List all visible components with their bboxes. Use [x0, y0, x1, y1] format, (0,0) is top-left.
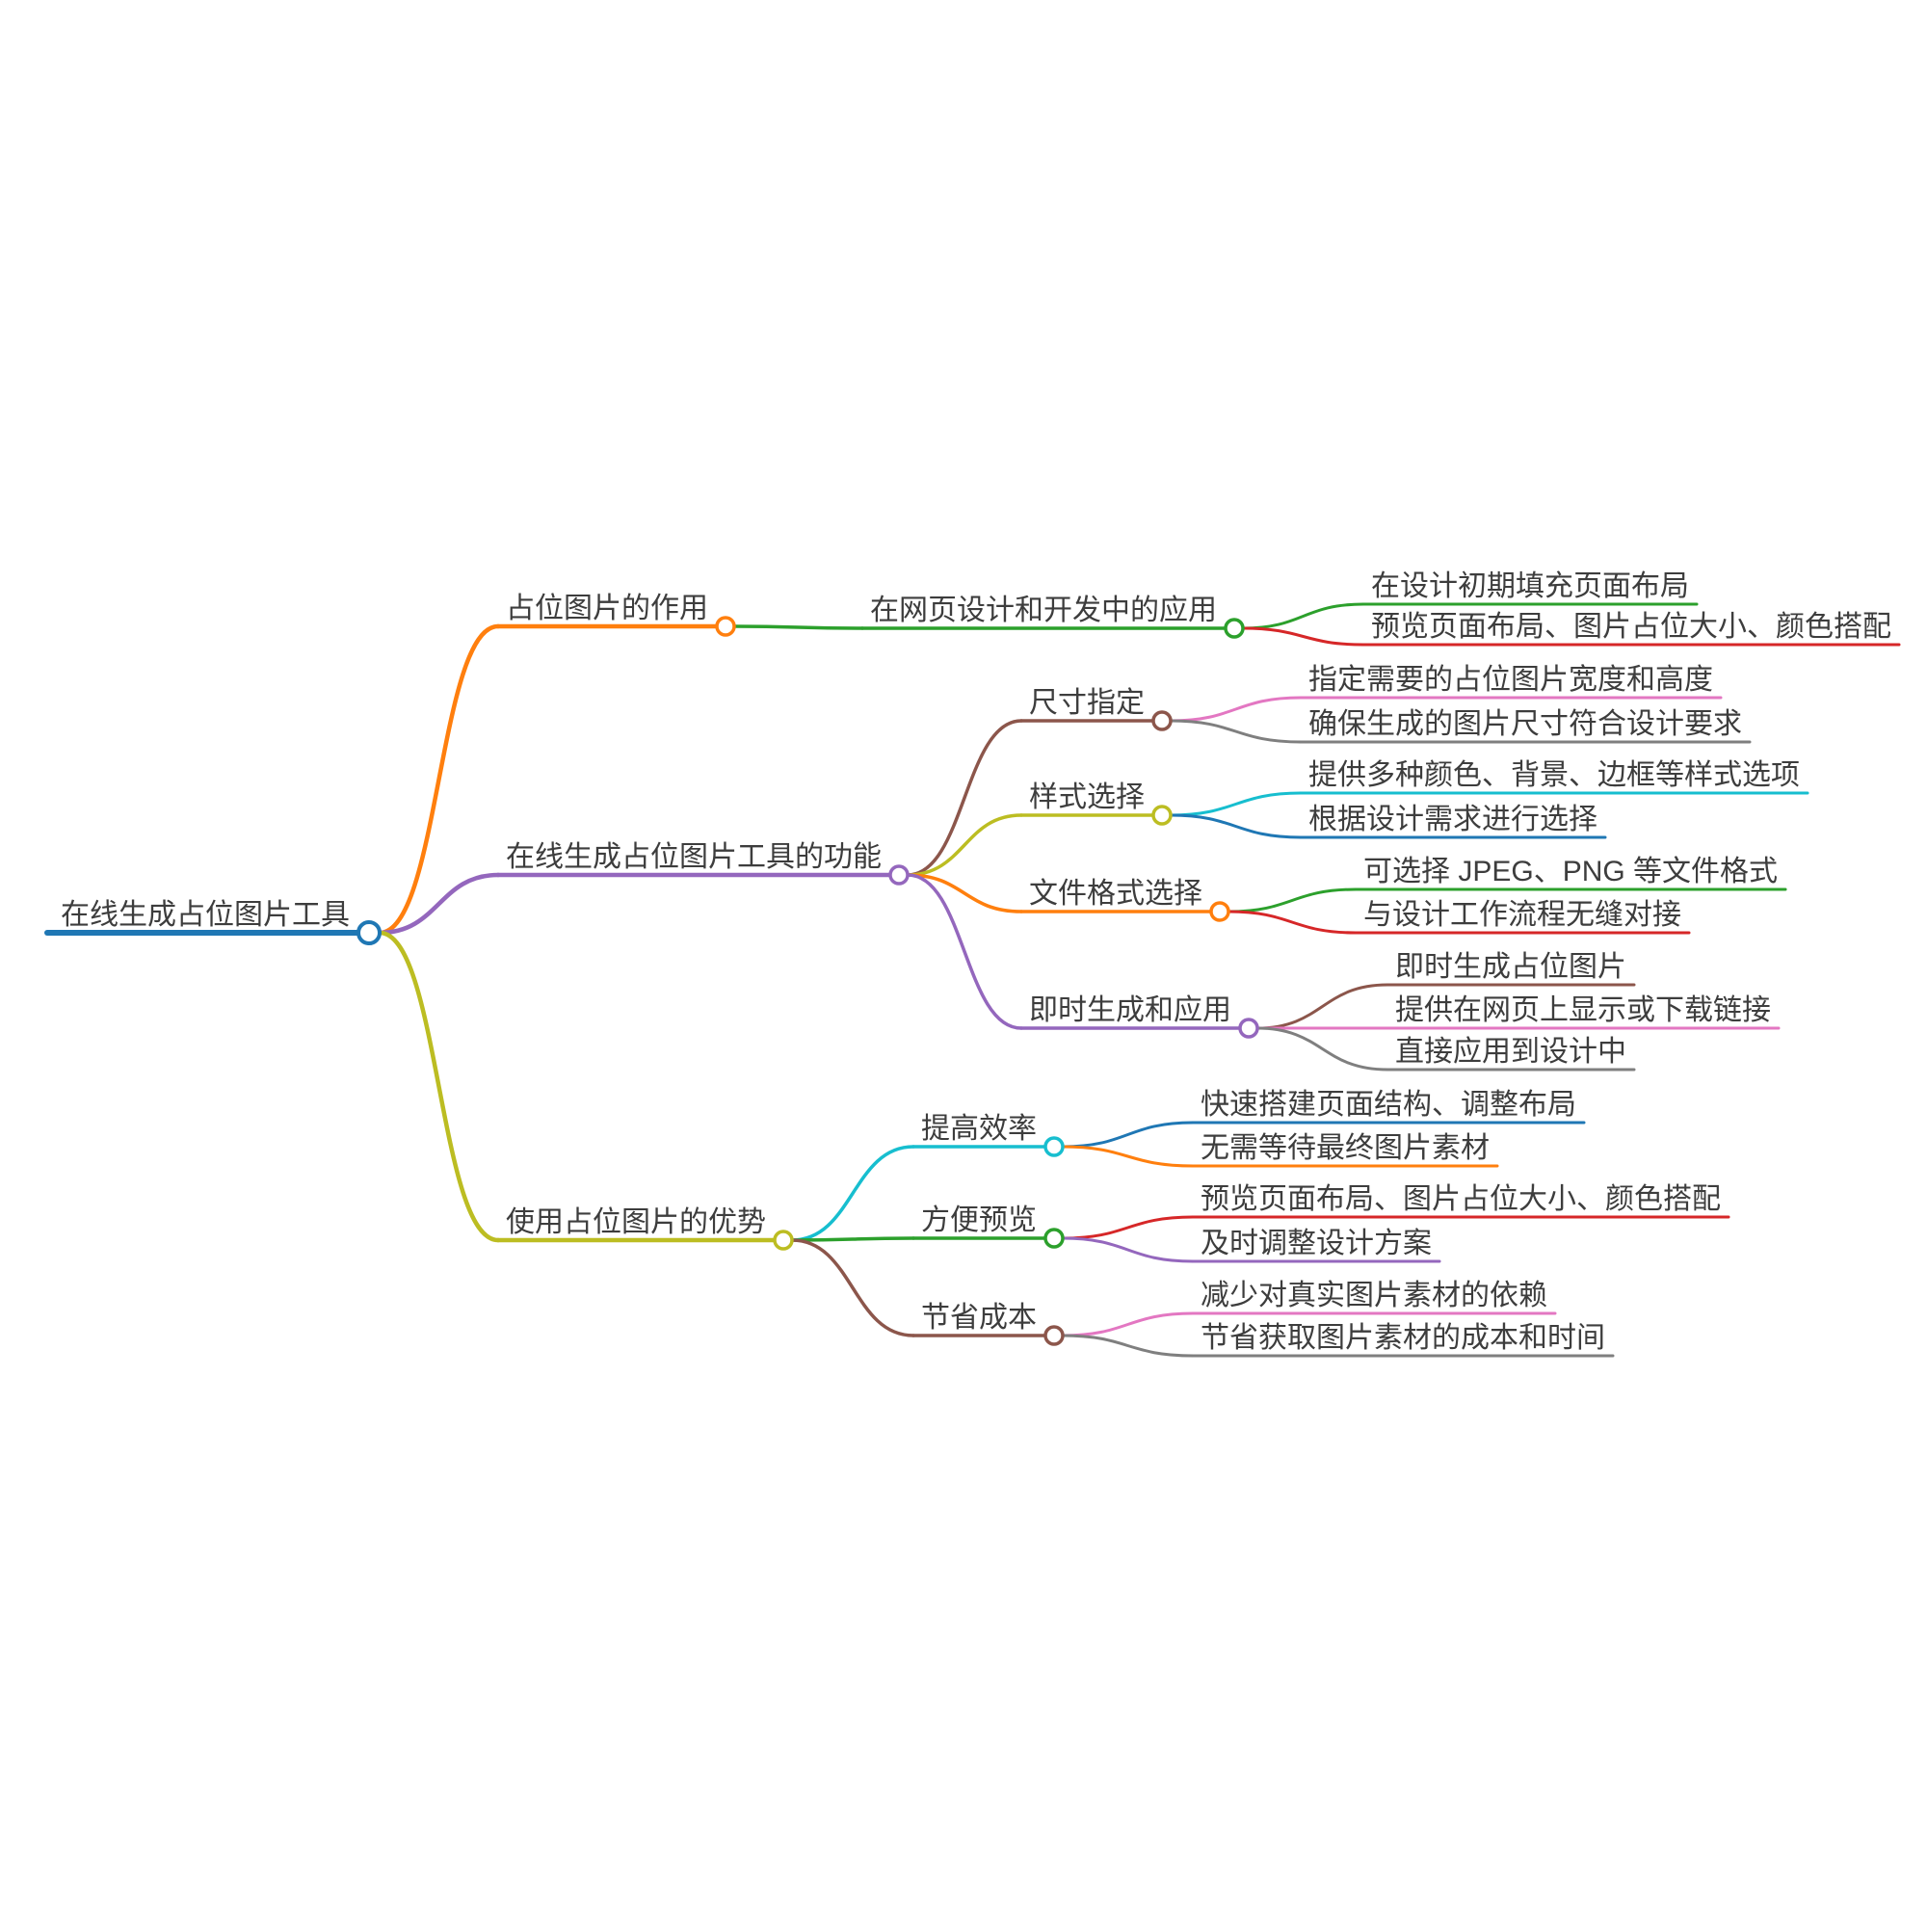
branch-link — [1241, 626, 1365, 647]
node-label[interactable]: 在网页设计和开发中的应用 — [870, 595, 1217, 626]
collapse-toggle-circle[interactable] — [356, 920, 382, 945]
node-label[interactable]: 尺寸指定 — [1029, 687, 1145, 719]
node-label[interactable]: 提高效率 — [921, 1113, 1037, 1145]
node-label[interactable]: 使用占位图片的优势 — [506, 1206, 766, 1238]
node-label[interactable]: 在线生成占位图片工具 — [61, 899, 350, 931]
branch-link — [1061, 1311, 1195, 1337]
node-label[interactable]: 预览页面布局、图片占位大小、颜色搭配 — [1201, 1183, 1721, 1215]
branch-link — [906, 873, 1023, 913]
node-label[interactable]: 预览页面布局、图片占位大小、颜色搭配 — [1371, 611, 1891, 643]
node-label[interactable]: 及时调整设计方案 — [1201, 1228, 1432, 1259]
node-label[interactable]: 节省成本 — [921, 1302, 1037, 1334]
node-label[interactable]: 直接应用到设计中 — [1395, 1036, 1626, 1068]
collapse-toggle-circle[interactable] — [1238, 1018, 1259, 1039]
node-label[interactable]: 减少对真实图片素材的依赖 — [1201, 1280, 1547, 1311]
node-label[interactable]: 方便预览 — [921, 1204, 1037, 1236]
collapse-toggle-circle[interactable] — [1151, 805, 1173, 826]
branch-link — [377, 872, 501, 936]
branch-link — [1255, 983, 1389, 1030]
collapse-toggle-circle[interactable] — [1151, 710, 1173, 731]
branch-link — [1061, 1215, 1195, 1240]
collapse-toggle-circle[interactable] — [888, 864, 910, 886]
node-label[interactable]: 即时生成占位图片 — [1395, 951, 1626, 983]
node-label[interactable]: 即时生成和应用 — [1029, 994, 1231, 1026]
node-label[interactable]: 可选择 JPEG、PNG 等文件格式 — [1363, 856, 1778, 887]
collapse-toggle-circle[interactable] — [773, 1230, 794, 1251]
branch-link — [1227, 887, 1358, 913]
node-label[interactable]: 根据设计需求进行选择 — [1308, 804, 1597, 835]
node-label[interactable]: 确保生成的图片尺寸符合设计要求 — [1308, 708, 1742, 740]
collapse-toggle-circle[interactable] — [1209, 901, 1230, 922]
branch-link — [1169, 696, 1303, 723]
branch-link — [906, 813, 1023, 877]
node-label[interactable]: 占位图片的作用 — [506, 593, 708, 624]
collapse-toggle-circle[interactable] — [1224, 618, 1245, 639]
node-label[interactable]: 快速搭建页面结构、调整布局 — [1201, 1089, 1576, 1121]
branch-link — [377, 930, 501, 1243]
node-label[interactable]: 在设计初期填充页面布局 — [1371, 570, 1689, 602]
node-label[interactable]: 文件格式选择 — [1029, 878, 1202, 910]
branch-link — [732, 624, 864, 630]
branch-link — [790, 1236, 915, 1242]
branch-link — [1169, 813, 1303, 839]
branch-link — [906, 719, 1023, 877]
branch-link — [1169, 791, 1303, 817]
collapse-toggle-circle[interactable] — [1043, 1325, 1065, 1346]
branch-link — [1061, 1236, 1195, 1263]
branch-link — [1255, 1026, 1389, 1072]
branch-link — [1061, 1334, 1195, 1358]
node-label[interactable]: 指定需要的占位图片宽度和高度 — [1308, 664, 1713, 696]
branch-link — [1061, 1145, 1195, 1168]
branch-link — [790, 1145, 915, 1242]
node-label[interactable]: 在线生成占位图片工具的功能 — [506, 841, 882, 873]
branch-link — [1227, 910, 1358, 935]
node-label[interactable]: 样式选择 — [1029, 781, 1145, 813]
branch-link — [1169, 719, 1303, 744]
collapse-toggle-circle[interactable] — [1043, 1228, 1065, 1249]
node-label[interactable]: 提供在网页上显示或下载链接 — [1395, 994, 1771, 1026]
node-label[interactable]: 节省获取图片素材的成本和时间 — [1201, 1322, 1605, 1354]
branch-link — [790, 1238, 915, 1337]
collapse-toggle-circle[interactable] — [715, 616, 736, 637]
branch-link — [906, 873, 1023, 1030]
node-label[interactable]: 与设计工作流程无缝对接 — [1363, 899, 1681, 931]
branch-link — [1061, 1121, 1195, 1149]
collapse-toggle-circle[interactable] — [1043, 1136, 1065, 1157]
node-label[interactable]: 无需等待最终图片素材 — [1201, 1132, 1490, 1164]
node-label[interactable]: 提供多种颜色、背景、边框等样式选项 — [1308, 759, 1800, 791]
branch-link — [1241, 602, 1365, 630]
branch-link — [377, 623, 501, 936]
